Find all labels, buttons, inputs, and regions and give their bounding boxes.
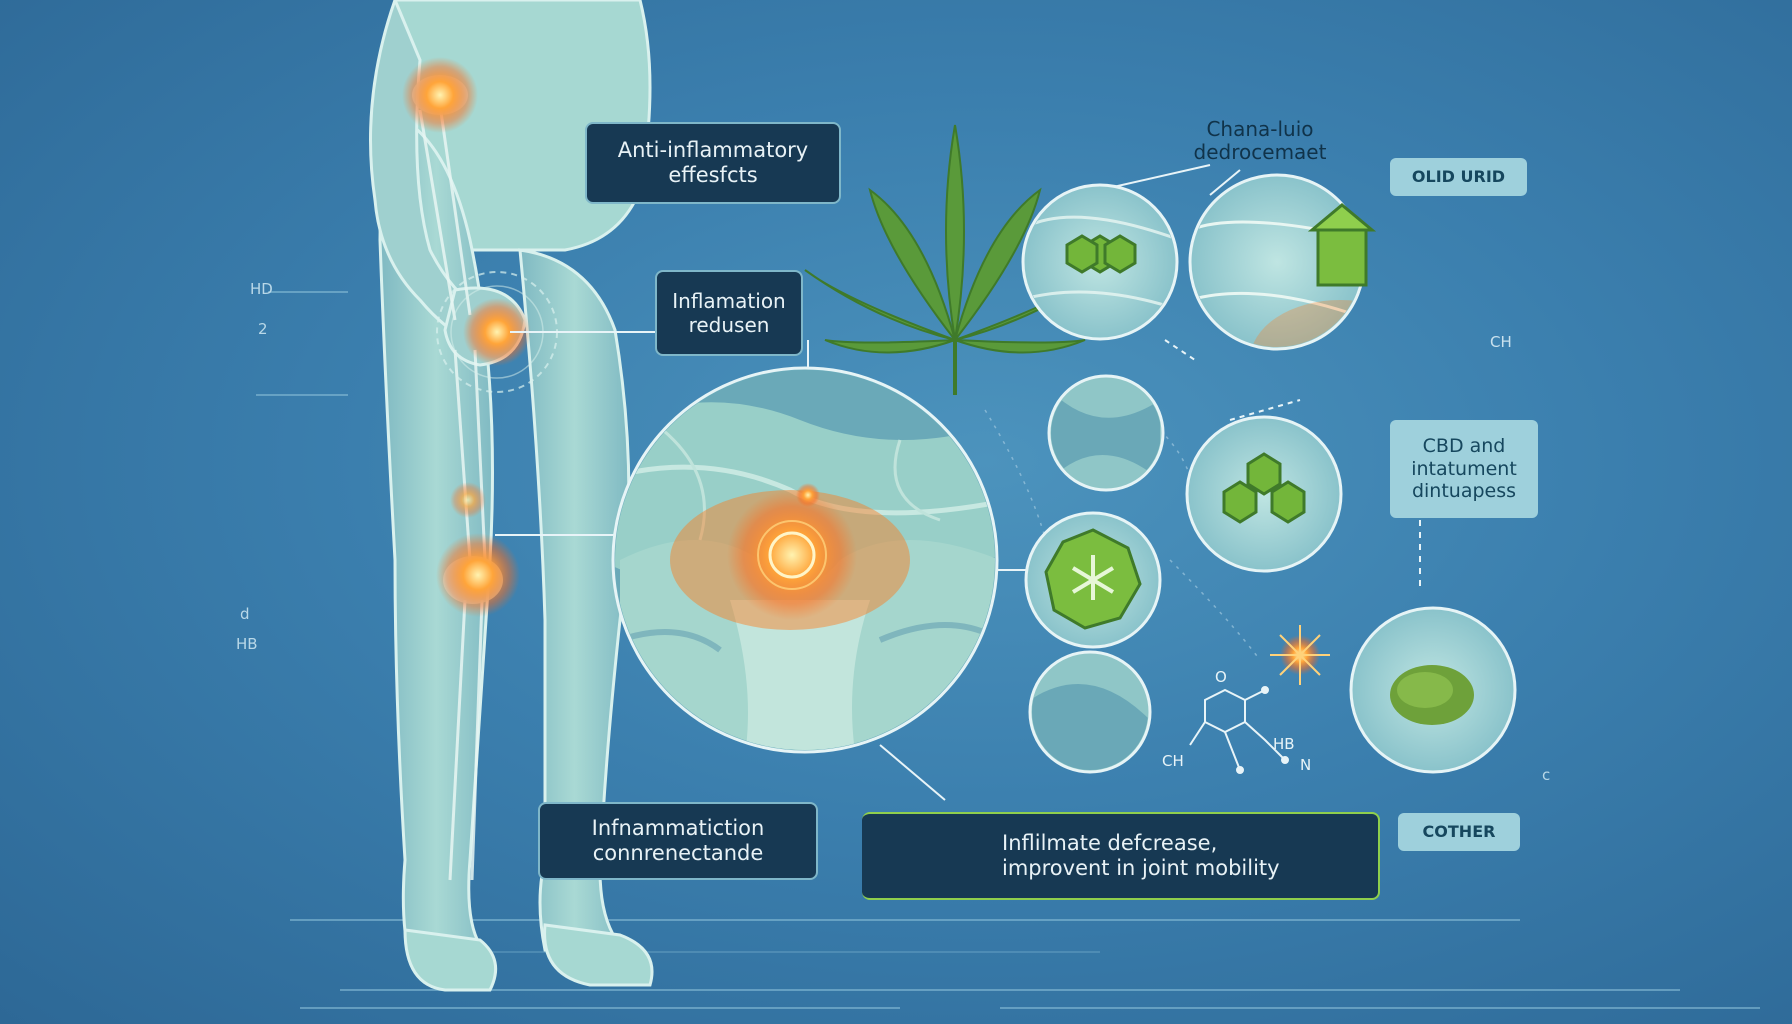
human-figure [369, 0, 654, 992]
cell-circle-7 [1349, 606, 1517, 774]
cannabinoid-label: Chana-luio dedrocemaet [1160, 118, 1360, 164]
inflammation-reduced-line1: Inflamation [672, 289, 786, 313]
mark-n-chem: N [1300, 756, 1312, 774]
cannabinoid-line1: Chana-luio [1206, 117, 1314, 141]
anti-inflammatory-label: Anti-inflammatory effesfcts [585, 122, 841, 204]
old-urid-text: OLID URID [1411, 167, 1506, 187]
cbd-and-line2: intatument [1411, 457, 1517, 480]
cbd-and-line3: dintuapess [1411, 480, 1517, 503]
cother-text: COTHER [1422, 822, 1496, 842]
cannabis-leaf-icon [804, 124, 1106, 395]
mark-d-left: d [240, 605, 250, 623]
inflammation-reduced-line2: redusen [688, 313, 770, 337]
inflammation-decrease-line1: Inflilmate defcrease, [1002, 830, 1218, 855]
mark-hb-left: HB [236, 635, 258, 653]
joint-zoom-circle [611, 366, 999, 754]
mark-two: 2 [258, 320, 268, 338]
inflammation-decrease-line2: improvent in joint mobility [1002, 856, 1280, 880]
mark-hd: HD [250, 280, 273, 298]
hexagon-cluster-icon [1065, 234, 1137, 274]
spark-icon [1270, 625, 1330, 685]
cell-circle-6 [1028, 650, 1152, 774]
old-urid-label: OLID URID [1390, 158, 1527, 196]
inflammation-connection-label: Infnammatiction connrenectande [538, 802, 818, 880]
cell-circle-3 [1047, 374, 1165, 492]
mark-c-right: c [1542, 766, 1551, 784]
cell-circle-1 [1021, 183, 1179, 341]
cother-label: COTHER [1398, 813, 1520, 851]
inflammation-decrease-label: Inflilmate defcrease, improvent in joint… [862, 812, 1380, 900]
anti-inflammatory-line1: Anti-inflammatory [617, 137, 809, 162]
cell-circle-4 [1185, 415, 1343, 573]
mark-ch-right: CH [1490, 333, 1512, 351]
mark-hb-chem: HB [1273, 735, 1295, 753]
inflammation-connection-line1: Infnammatiction [591, 815, 765, 840]
cell-circle-2 [1188, 173, 1377, 351]
anti-inflammatory-line2: effesfcts [668, 163, 758, 187]
mark-ch-chem: CH [1162, 752, 1184, 770]
molecule-structure-white [1189, 686, 1289, 774]
cannabinoid-line2: dedrocemaet [1193, 140, 1327, 164]
inflammation-connection-line2: connrenectande [592, 841, 764, 865]
knee-glow [436, 533, 520, 617]
inflammation-reduced-label: Inflamation redusen [655, 270, 803, 356]
shin-glow [450, 482, 486, 518]
wrist-glow [463, 298, 531, 366]
cbd-and-label: CBD and intatument dintuapess [1390, 420, 1538, 518]
mark-o-chem: O [1215, 668, 1227, 686]
cbd-and-line1: CBD and [1422, 434, 1506, 457]
hip-glow [402, 57, 478, 133]
cell-circle-5 [1024, 511, 1162, 649]
